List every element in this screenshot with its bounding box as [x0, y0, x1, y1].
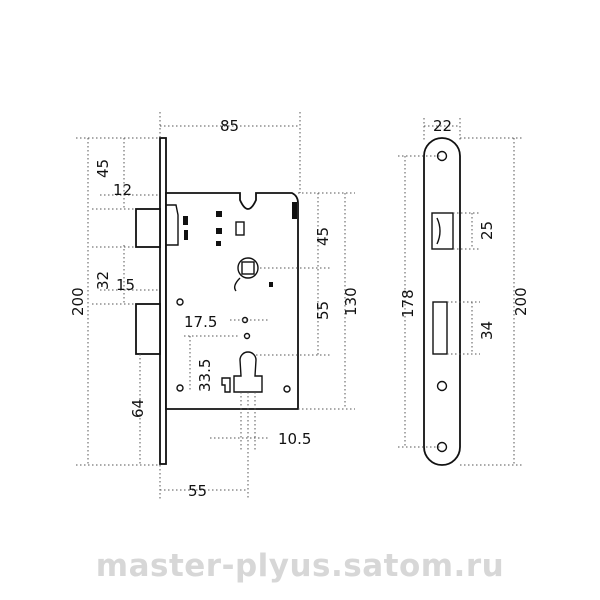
- watermark-text: master-plyus.satom.ru: [95, 548, 505, 584]
- dim-bolt-15: 15: [116, 276, 135, 294]
- dim-backset-55: 55: [188, 482, 207, 500]
- dimension-labels: 85 45 12 32 15 200 64 45 55 130 17.5 33.…: [69, 117, 530, 500]
- faceplate-screw-end: [436, 441, 448, 453]
- case-hole-1: [176, 298, 184, 306]
- case-hole-5: [283, 385, 291, 393]
- dim-plate-22: 22: [433, 117, 452, 135]
- dim-height-130: 130: [342, 287, 360, 316]
- latch-opening-inner: [436, 217, 441, 245]
- faceplate-screw-top: [436, 150, 448, 162]
- square-spindle: [241, 261, 255, 275]
- dim-spacing-32: 32: [94, 271, 112, 290]
- dim-plate-178: 178: [399, 289, 417, 318]
- dim-height-200-left: 200: [69, 287, 87, 316]
- lever-slot: [235, 221, 245, 236]
- dim-top-45: 45: [94, 159, 112, 178]
- faceplate-front-view: [423, 137, 461, 466]
- dim-center-17-5: 17.5: [184, 313, 217, 331]
- case-hole-4: [176, 384, 184, 392]
- case-hole-3: [243, 332, 251, 340]
- lock-body-view: [135, 137, 299, 465]
- dim-inner-55: 55: [314, 301, 332, 320]
- small-part-1: [216, 211, 222, 217]
- bolt-opening: [432, 301, 448, 355]
- lock-case: [165, 192, 299, 410]
- latch-bolt: [135, 208, 161, 248]
- latch-detail: [166, 204, 179, 246]
- dim-latch-12: 12: [113, 181, 132, 199]
- dim-inner-45: 45: [314, 227, 332, 246]
- small-part-2: [216, 228, 222, 234]
- latch-opening: [431, 212, 454, 250]
- follower-stop: [269, 282, 273, 287]
- dead-bolt: [135, 303, 161, 355]
- cylinder-lever: [221, 377, 231, 393]
- faceplate-screw-bottom: [436, 380, 448, 392]
- dim-plate-34: 34: [478, 321, 496, 340]
- dim-plate-200: 200: [512, 287, 530, 316]
- small-part-3: [216, 241, 221, 246]
- euro-cylinder-cutout: [233, 351, 263, 393]
- dimension-lines: [76, 112, 522, 500]
- latch-spring-2: [184, 230, 188, 240]
- latch-spring: [183, 216, 188, 225]
- top-right-tab: [292, 202, 297, 219]
- dim-cyl-10-5: 10.5: [278, 430, 311, 448]
- dim-plate-25: 25: [478, 221, 496, 240]
- dim-cyl-33-5: 33.5: [196, 359, 214, 392]
- follower-arm: [233, 277, 241, 292]
- follower-hub: [237, 257, 259, 279]
- dim-width-85: 85: [220, 117, 239, 135]
- dim-backset-64: 64: [129, 399, 147, 418]
